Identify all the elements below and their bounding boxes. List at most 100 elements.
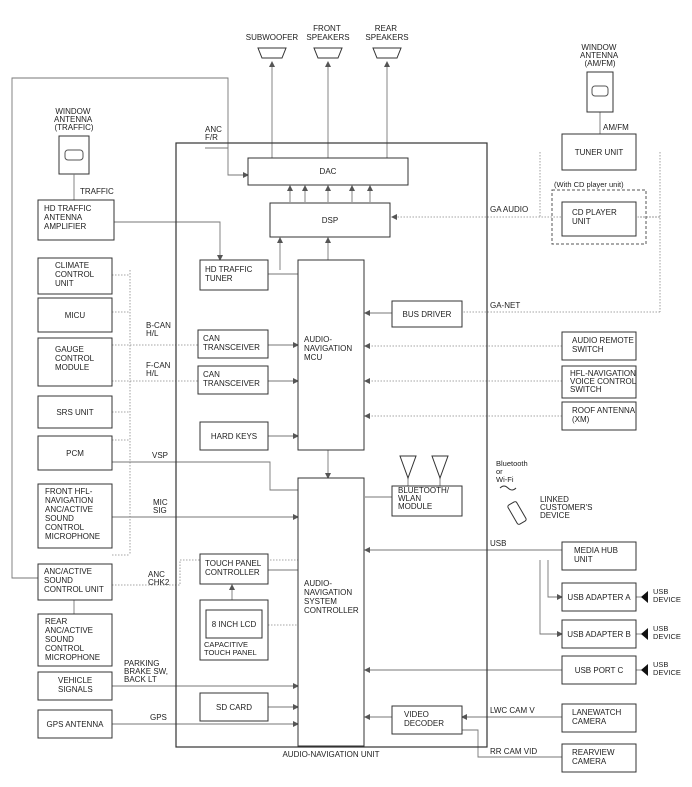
- bluetooth-wlan-module-block: BLUETOOTH/ WLAN MODULE: [391, 455, 463, 517]
- window-antenna-traffic: WINDOW ANTENNA (TRAFFIC): [54, 107, 94, 186]
- bus-driver-block: BUS DRIVER: [391, 300, 463, 328]
- roof-antenna-block: ROOF ANTENNA (XM): [561, 401, 637, 431]
- svg-text:(With CD player unit): (With CD player unit): [554, 180, 624, 189]
- rear-speakers-icon: REAR SPEAKERS: [365, 24, 409, 59]
- svg-text:WINDOW ANTENNA (AM: WINDOW ANTENNA (AM/FM): [580, 43, 620, 68]
- svg-text:8 INCH LCD: 8 INCH LCD: [212, 620, 257, 629]
- antenna-icon: [399, 455, 417, 480]
- usb-device-label-a: USB DEVICE: [653, 587, 681, 604]
- signal-f-can: F-CAN H/L: [146, 361, 173, 378]
- signal-traffic: TRAFFIC: [80, 187, 114, 196]
- signal-ga-audio: GA AUDIO: [490, 205, 528, 214]
- signal-anc-fr: ANC F/R: [205, 125, 224, 142]
- svg-text:HFL-NAVIGATION VOICE CON: HFL-NAVIGATION VOICE CONTROL SWITCH: [570, 369, 638, 394]
- cd-player-unit-group: (With CD player unit) CD PLAYER UNIT: [551, 180, 647, 245]
- front-speakers-label: FRONT SPEAKERS: [306, 24, 349, 42]
- svg-text:GAUGE CONTROL MODU: GAUGE CONTROL MODULE: [55, 345, 96, 372]
- pcm-block: PCM: [37, 435, 113, 471]
- svg-text:USB ADAPTER A: USB ADAPTER A: [567, 593, 631, 602]
- audio-navigation-system-controller-block: AUDIO- NAVIGATION SYSTEM CONTROLLER: [297, 477, 365, 747]
- audio-navigation-mcu-block: AUDIO- NAVIGATION MCU: [297, 259, 365, 451]
- climate-control-unit-block: CLIMATE CONTROL UNIT: [37, 257, 113, 295]
- rear-anc-microphone-block: REAR ANC/ACTIVE SOUND CONTROL MICROPHONE: [37, 613, 113, 667]
- audio-remote-switch-block: AUDIO REMOTE SWITCH: [561, 331, 637, 361]
- unit-label: AUDIO-NAVIGATION UNIT: [282, 750, 379, 759]
- micu-block: MICU: [37, 297, 113, 333]
- signal-am-fm: AM/FM: [603, 123, 629, 132]
- tuner-unit-block: TUNER UNIT: [561, 133, 637, 171]
- svg-text:DAC: DAC: [320, 167, 337, 176]
- signal-anc-chk2: ANC CHK2: [148, 570, 170, 587]
- front-hfl-microphone-block: FRONT HFL- NAVIGATION ANC/ACTIVE SOUND C…: [37, 483, 113, 549]
- dac-block: DAC: [247, 157, 409, 186]
- svg-text:MEDIA HUB UNIT: MEDIA HUB UNIT: [574, 546, 620, 564]
- svg-text:AUDIO REMOTE SWITCH: AUDIO REMOTE SWITCH: [572, 336, 636, 354]
- svg-text:USB ADAPTER B: USB ADAPTER B: [567, 630, 631, 639]
- svg-text:CAN TRANSCEIVER: CAN TRANSCEIVER: [203, 370, 260, 388]
- svg-text:REARVIEW CAMERA: REARVIEW CAMERA: [572, 748, 617, 766]
- svg-text:TOUCH PANEL CONTROLLER: TOUCH PANEL CONTROLLER: [205, 559, 263, 577]
- window-antenna-amfm: WINDOW ANTENNA (AM/FM): [580, 43, 620, 113]
- can-transceiver-2-block: CAN TRANSCEIVER: [197, 365, 269, 395]
- svg-text:HARD KEYS: HARD KEYS: [211, 432, 257, 441]
- hd-traffic-tuner-block: HD TRAFFIC TUNER: [199, 259, 269, 291]
- can-transceiver-1-block: CAN TRANSCEIVER: [197, 329, 269, 359]
- usb-adapter-b-block: USB ADAPTER B: [561, 619, 637, 649]
- svg-text:MICU: MICU: [65, 311, 86, 320]
- usb-device-label-b: USB DEVICE: [653, 624, 681, 641]
- touch-panel-controller-block: TOUCH PANEL CONTROLLER: [199, 553, 269, 585]
- audio-navigation-unit-frame: [175, 142, 488, 748]
- dsp-block: DSP: [269, 202, 391, 238]
- subwoofer-label: SUBWOOFER: [246, 33, 299, 42]
- svg-text:GPS ANTENNA: GPS ANTENNA: [47, 720, 105, 729]
- usb-device-label-c: USB DEVICE: [653, 660, 681, 677]
- signal-lwc-cam-v: LWC CAM V: [490, 706, 535, 715]
- front-speakers-icon: FRONT SPEAKERS: [306, 24, 350, 59]
- vehicle-signals-block: VEHICLE SIGNALS: [37, 671, 113, 701]
- svg-text:VIDEO DECODER: VIDEO DECODER: [404, 710, 444, 728]
- svg-text:CAPACITIVE TOUCH PANEL: CAPACITIVE TOUCH PANEL: [204, 640, 257, 657]
- svg-text:ROOF ANTENNA (XM): ROOF ANTENNA (XM): [572, 406, 637, 424]
- svg-text:LINKED CUSTOMER'S: LINKED CUSTOMER'S DEVICE: [540, 495, 595, 520]
- signal-wave-icon: [499, 485, 517, 491]
- antenna-icon: [431, 455, 449, 480]
- phone-icon: [507, 501, 527, 525]
- svg-text:CLIMATE CONTROL UN: CLIMATE CONTROL UNIT: [55, 261, 96, 288]
- signal-vsp: VSP: [152, 451, 168, 460]
- svg-text:TUNER UNIT: TUNER UNIT: [575, 148, 624, 157]
- media-hub-unit-block: MEDIA HUB UNIT: [561, 541, 637, 571]
- svg-text:PCM: PCM: [66, 449, 84, 458]
- linked-customer-device: Bluetooth or Wi-Fi LINKED CUSTOMER'S DEV…: [496, 459, 595, 525]
- lcd-capacitive-panel-block: 8 INCH LCD CAPACITIVE TOUCH PANEL: [199, 599, 269, 661]
- gauge-control-module-block: GAUGE CONTROL MODULE: [37, 337, 113, 387]
- hard-keys-block: HARD KEYS: [199, 421, 269, 451]
- sd-card-block: SD CARD: [199, 692, 269, 722]
- subwoofer-speaker-icon: SUBWOOFER: [246, 33, 299, 59]
- lanewatch-camera-block: LANEWATCH CAMERA: [561, 703, 637, 733]
- svg-text:HD TRAFFIC ANTENNA: HD TRAFFIC ANTENNA AMPLIFIER: [44, 204, 94, 231]
- svg-text:Bluetooth or Wi-Fi: Bluetooth or Wi-Fi: [496, 459, 530, 484]
- signal-usb: USB: [490, 539, 506, 548]
- signal-gps: GPS: [150, 713, 167, 722]
- rear-speakers-label: REAR SPEAKERS: [365, 24, 408, 42]
- svg-text:BUS DRIVER: BUS DRIVER: [403, 310, 452, 319]
- svg-text:BLUETOOTH/ WLAN MO: BLUETOOTH/ WLAN MODULE: [398, 486, 451, 511]
- gps-antenna-block: GPS ANTENNA: [37, 709, 113, 739]
- hfl-navigation-voice-switch-block: HFL-NAVIGATION VOICE CONTROL SWITCH: [561, 365, 638, 399]
- signal-b-can: B-CAN H/L: [146, 321, 173, 338]
- svg-text:ANC/ACTIVE SOUND C: ANC/ACTIVE SOUND CONTROL UNIT: [44, 567, 104, 594]
- svg-text:REAR ANC/ACTIVE SO: REAR ANC/ACTIVE SOUND CONTROL MICROPHONE: [45, 617, 100, 662]
- rearview-camera-block: REARVIEW CAMERA: [561, 743, 637, 773]
- signal-ga-net: GA-NET: [490, 301, 520, 310]
- connection-lines: [11, 61, 661, 758]
- hd-traffic-antenna-amplifier-block: HD TRAFFIC ANTENNA AMPLIFIER: [37, 199, 115, 241]
- svg-text:AUDIO- NAVIGATION: AUDIO- NAVIGATION MCU: [304, 335, 354, 362]
- usb-port-c-block: USB PORT C: [561, 655, 637, 685]
- signal-rr-cam-vid: RR CAM VID: [490, 747, 537, 756]
- svg-text:CD PLAYER UNIT: CD PLAYER UNIT: [572, 208, 619, 226]
- svg-text:DSP: DSP: [322, 216, 338, 225]
- signal-parking: PARKING BRAKE SW, BACK LT: [124, 659, 170, 684]
- usb-adapter-a-block: USB ADAPTER A: [561, 582, 637, 612]
- svg-text:SD CARD: SD CARD: [216, 703, 252, 712]
